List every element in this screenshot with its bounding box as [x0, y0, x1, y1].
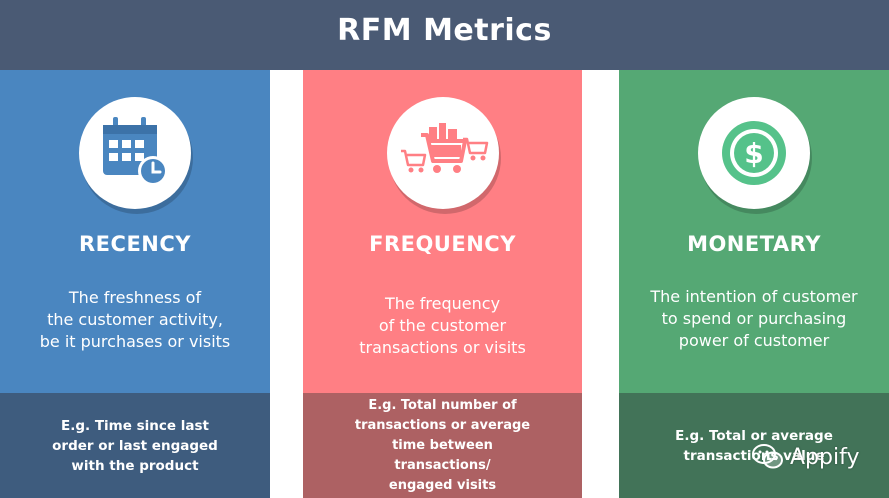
dollar-coin-icon: $	[722, 121, 786, 185]
recency-example-line: E.g. Time since last	[61, 417, 209, 434]
frequency-example-line: time between transactions/	[392, 437, 493, 473]
watermark: Appify	[752, 442, 859, 472]
monetary-desc-line: to spend or purchasing	[661, 309, 847, 328]
frequency-example-line: E.g. Total number of	[368, 397, 517, 413]
frequency-desc-line: of the customer	[378, 316, 507, 335]
frequency-title: FREQUENCY	[369, 232, 516, 256]
recency-icon-circle	[79, 97, 191, 209]
watermark-text: Appify	[790, 444, 860, 470]
frequency-example: E.g. Total number of transactions or ave…	[343, 396, 542, 496]
page-title: RFM Metrics	[337, 12, 552, 48]
monetary-example: E.g. Total or average transactions value	[675, 426, 833, 466]
frequency-desc-line: The frequency	[384, 294, 501, 313]
monetary-top-panel: $ MONETARY The intention of customer to …	[619, 70, 889, 393]
monetary-example-panel: E.g. Total or average transactions value	[619, 393, 889, 498]
recency-desc-line: the customer activity,	[47, 310, 223, 329]
frequency-top-panel: FREQUENCY The frequency of the customer …	[303, 70, 582, 393]
recency-example-panel: E.g. Time since last order or last engag…	[0, 393, 270, 498]
monetary-desc-line: The intention of customer	[650, 287, 858, 306]
frequency-icon-circle	[386, 97, 499, 209]
frequency-desc-line: transactions or visits	[359, 338, 526, 357]
monetary-icon-circle: $	[698, 97, 810, 209]
frequency-example-panel: E.g. Total number of transactions or ave…	[303, 393, 582, 498]
recency-description: The freshness of the customer activity, …	[0, 287, 270, 353]
wechat-icon	[752, 444, 783, 469]
recency-title: RECENCY	[79, 232, 191, 256]
monetary-description: The intention of customer to spend or pu…	[619, 286, 889, 352]
recency-desc-line: be it purchases or visits	[39, 332, 231, 351]
header-bar: RFM Metrics	[0, 0, 889, 70]
frequency-description: The frequency of the customer transactio…	[303, 293, 582, 359]
frequency-column: FREQUENCY The frequency of the customer …	[303, 70, 582, 498]
monetary-desc-line: power of customer	[678, 331, 830, 350]
monetary-example-line: E.g. Total or average	[675, 427, 833, 444]
recency-example-line: order or last engaged	[52, 437, 218, 454]
monetary-title: MONETARY	[687, 232, 821, 256]
frequency-example-line: engaged visits	[388, 477, 497, 493]
recency-example-line: with the product	[71, 457, 199, 474]
svg-text:$: $	[744, 137, 763, 170]
recency-top-panel: RECENCY The freshness of the customer ac…	[0, 70, 270, 393]
recency-desc-line: The freshness of	[68, 288, 202, 307]
monetary-column: $ MONETARY The intention of customer to …	[619, 70, 889, 498]
shopping-carts-icon	[400, 123, 488, 173]
frequency-example-line: transactions or average	[354, 417, 531, 433]
calendar-clock-icon	[103, 117, 168, 186]
recency-example: E.g. Time since last order or last engag…	[52, 416, 218, 476]
recency-column: RECENCY The freshness of the customer ac…	[0, 70, 270, 498]
